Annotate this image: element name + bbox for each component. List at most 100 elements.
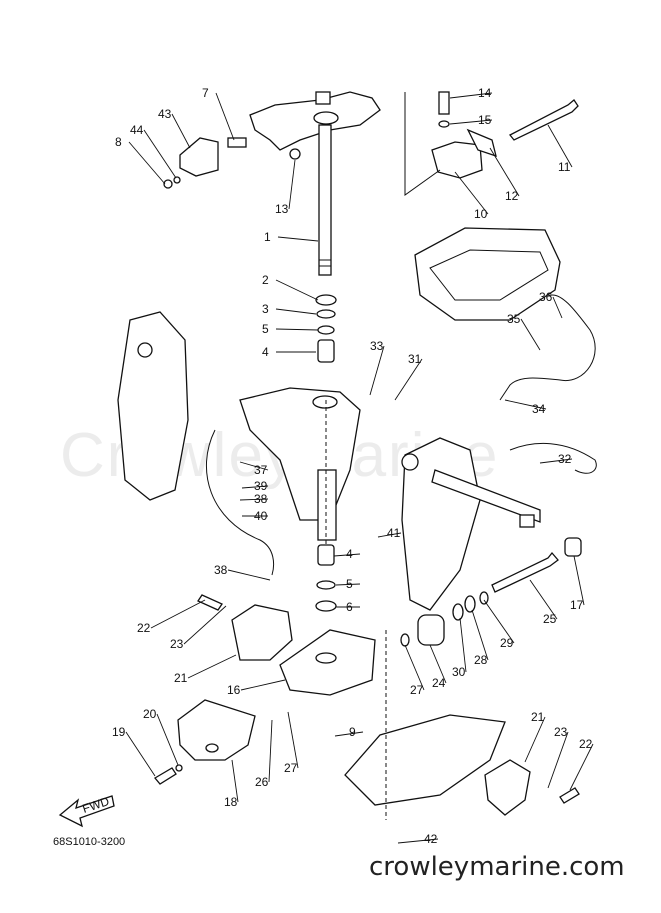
diagram-code: 68S1010-3200 xyxy=(53,836,126,848)
callout-leader-19 xyxy=(125,731,156,777)
callout-label-36: 36 xyxy=(539,290,553,304)
plate-16-part xyxy=(279,629,376,696)
callout-leader-5 xyxy=(335,583,361,586)
bolt-25-part xyxy=(491,537,582,593)
callout-label-38: 38 xyxy=(214,563,228,577)
callout-label-17: 17 xyxy=(570,598,584,612)
callout-label-43: 43 xyxy=(158,107,172,121)
callout-leader-39 xyxy=(241,485,269,489)
mount-cover-21-upper-part xyxy=(231,604,293,661)
callout-label-26: 26 xyxy=(255,775,269,789)
lower-bushing-stack xyxy=(315,544,337,612)
callout-label-32: 32 xyxy=(558,452,572,466)
callout-label-33: 33 xyxy=(370,339,384,353)
callout-leader-18 xyxy=(231,759,239,803)
callout-leader-12 xyxy=(489,147,520,197)
callout-leader-31 xyxy=(394,358,423,401)
callout-leader-14 xyxy=(449,92,493,99)
callout-leader-34 xyxy=(504,399,547,410)
callout-label-40: 40 xyxy=(254,509,268,523)
callout-leader-35 xyxy=(520,318,541,351)
callout-label-7: 7 xyxy=(202,86,209,100)
callout-label-28: 28 xyxy=(474,653,488,667)
callout-leader-38 xyxy=(227,569,271,581)
callout-leader-2 xyxy=(275,279,319,301)
callout-leader-20 xyxy=(156,713,179,766)
callout-label-3: 3 xyxy=(262,302,269,316)
callout-label-42: 42 xyxy=(424,832,438,846)
left-clamp-bracket-part xyxy=(117,311,189,501)
callout-leader-41 xyxy=(377,532,402,538)
callout-label-19: 19 xyxy=(112,725,126,739)
callout-leader-23 xyxy=(183,605,227,645)
callout-label-27: 27 xyxy=(410,683,424,697)
callout-leader-9 xyxy=(334,731,364,737)
callout-leader-13 xyxy=(288,159,296,210)
callout-leader-8 xyxy=(128,141,166,185)
callout-label-20: 20 xyxy=(143,707,157,721)
callout-label-4: 4 xyxy=(346,547,353,561)
callout-label-22: 22 xyxy=(137,621,151,635)
callout-label-14: 14 xyxy=(478,86,492,100)
callout-label-35: 35 xyxy=(507,312,521,326)
callout-leader-44 xyxy=(143,129,177,179)
callout-label-38: 38 xyxy=(254,492,268,506)
callout-label-10: 10 xyxy=(474,207,488,221)
callout-label-1: 1 xyxy=(264,230,271,244)
callout-label-6: 6 xyxy=(346,600,353,614)
callout-label-22: 22 xyxy=(579,737,593,751)
upper-bushing-stack xyxy=(315,294,337,363)
callout-leader-28 xyxy=(471,609,489,661)
cover-18-part xyxy=(177,699,256,761)
callout-label-27: 27 xyxy=(284,761,298,775)
callout-label-21: 21 xyxy=(531,710,545,724)
callout-leader-23 xyxy=(547,731,569,789)
callout-leader-27 xyxy=(404,644,425,691)
callout-leader-21 xyxy=(187,654,237,679)
callout-leader-36 xyxy=(552,296,563,319)
callout-leader-22 xyxy=(569,743,594,791)
callout-label-37: 37 xyxy=(254,463,268,477)
callout-label-24: 24 xyxy=(432,676,446,690)
callout-leader-26 xyxy=(268,719,273,783)
callout-leader-17 xyxy=(573,555,585,606)
callout-leader-43 xyxy=(171,113,191,149)
wire-harness-41-part xyxy=(205,429,274,576)
callout-label-21: 21 xyxy=(174,671,188,685)
callout-leader-5 xyxy=(275,328,319,331)
callout-leader-7 xyxy=(215,92,235,141)
callout-leader-4 xyxy=(333,553,361,557)
lower-mount-24-part xyxy=(400,591,489,647)
steering-arm-part xyxy=(249,91,381,151)
callout-label-18: 18 xyxy=(224,795,238,809)
callout-label-12: 12 xyxy=(505,189,519,203)
callout-leader-38 xyxy=(239,498,269,501)
callout-leader-37 xyxy=(239,461,269,471)
callout-leader-32 xyxy=(539,458,573,464)
callout-leader-1 xyxy=(277,236,319,242)
callout-leader-33 xyxy=(369,345,385,396)
website-link[interactable]: crowleymarine.com xyxy=(369,852,625,882)
callout-label-8: 8 xyxy=(115,135,122,149)
callout-leader-22 xyxy=(150,599,206,629)
mount-cover-21-lower-part xyxy=(484,759,531,816)
swivel-bracket-part xyxy=(239,387,361,541)
callout-leader-21 xyxy=(524,716,546,763)
callout-labels: 1234578101112131415434433313435363237393… xyxy=(112,86,594,846)
callout-label-25: 25 xyxy=(543,612,557,626)
callout-label-13: 13 xyxy=(275,202,289,216)
long-bolt-11-part xyxy=(508,99,579,141)
callout-label-39: 39 xyxy=(254,479,268,493)
callout-label-30: 30 xyxy=(452,665,466,679)
wire-32-part xyxy=(509,442,597,474)
callout-label-5: 5 xyxy=(262,322,269,336)
callout-label-23: 23 xyxy=(170,637,184,651)
callout-label-23: 23 xyxy=(554,725,568,739)
callout-leader-16 xyxy=(240,679,286,691)
callout-label-11: 11 xyxy=(558,160,571,174)
leader-10-path xyxy=(404,92,441,196)
callout-leader-29 xyxy=(483,599,515,644)
upper-housing-part xyxy=(414,227,561,321)
callout-leader-11 xyxy=(547,124,573,168)
